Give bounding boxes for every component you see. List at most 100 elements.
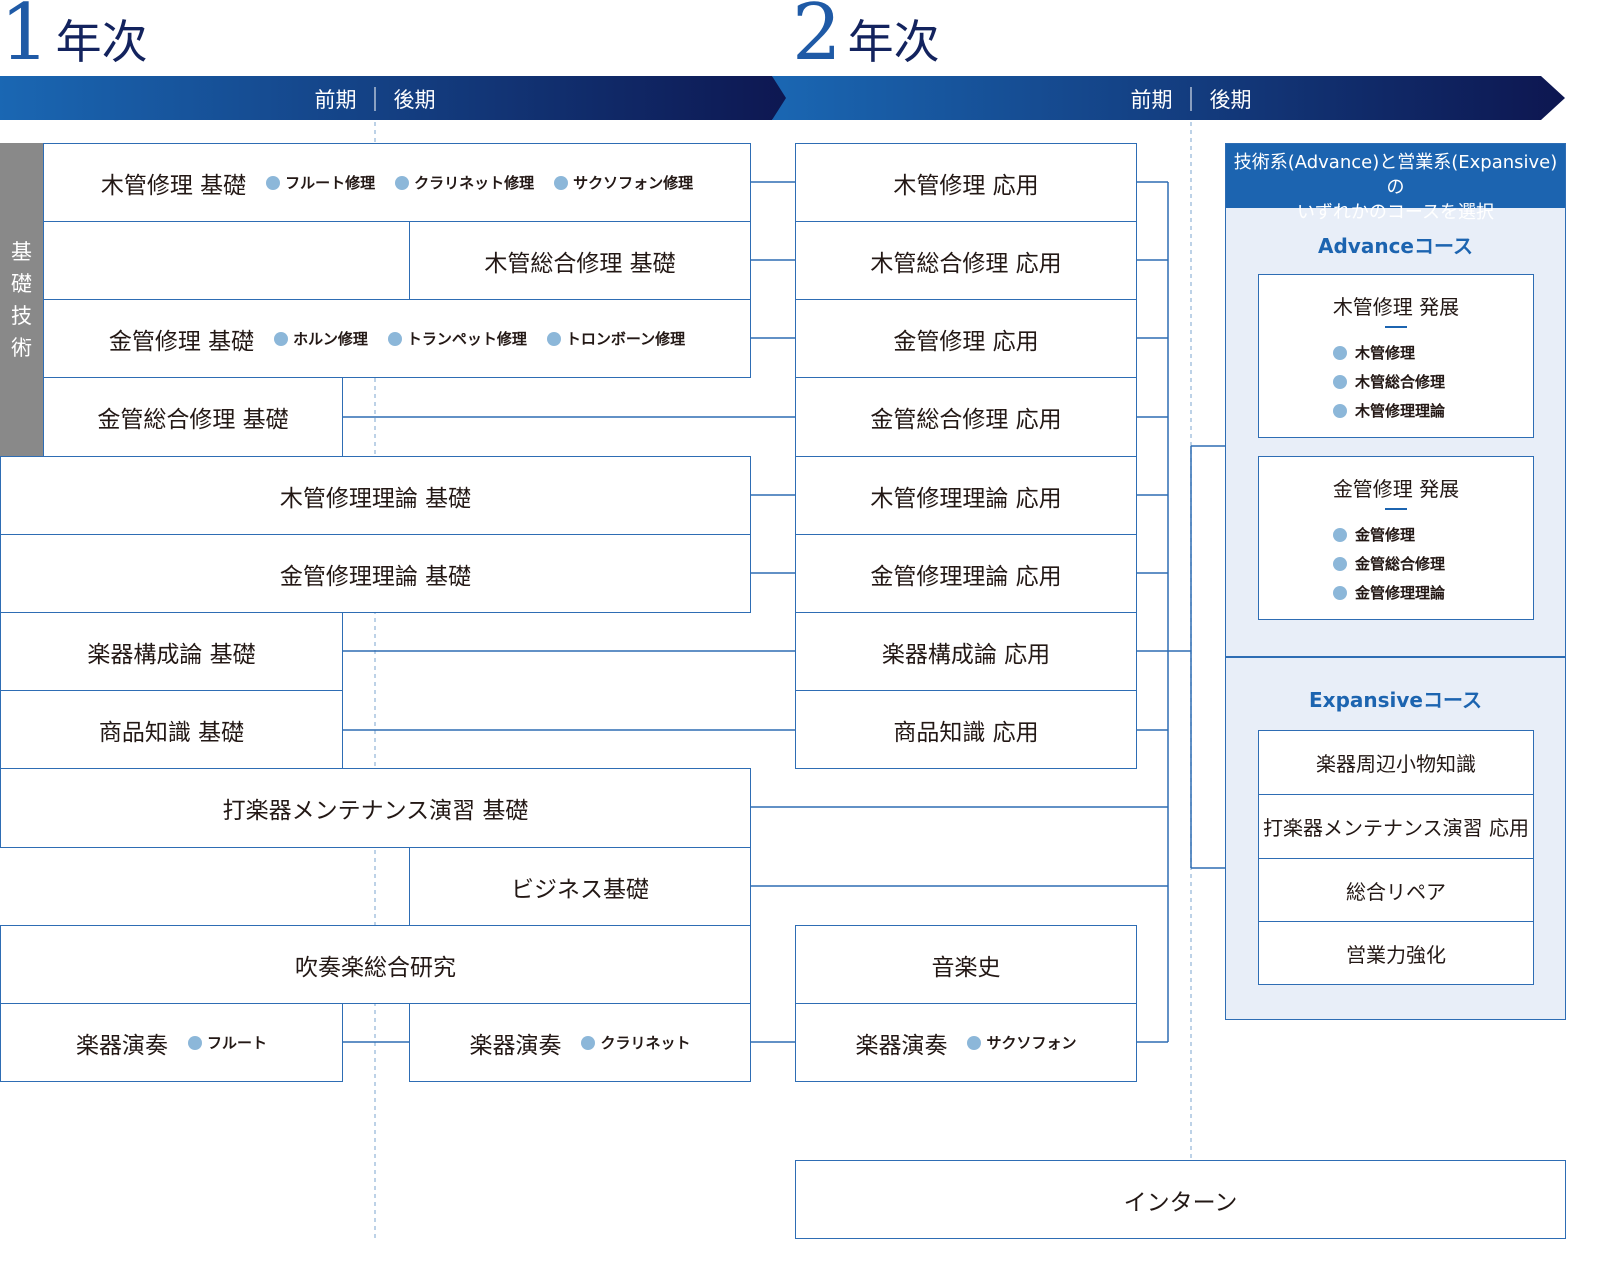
panel-header: 技術系(Advance)と営業系(Expansive)の いずれかのコースを選択 bbox=[1226, 144, 1565, 223]
course-y2: 木管総合修理 応用 bbox=[795, 221, 1137, 300]
course-title: 金管総合修理 基礎 bbox=[97, 407, 289, 433]
bullet-icon bbox=[1333, 403, 1347, 418]
bullet-icon bbox=[1333, 345, 1347, 360]
advance-box-title: 木管修理 発展 bbox=[1332, 295, 1460, 319]
title-underline bbox=[1385, 326, 1407, 328]
sub-label: サクソフォン修理 bbox=[573, 174, 694, 192]
course-y2: 木管修理 応用 bbox=[795, 143, 1137, 222]
course-y2: 木管修理理論 応用 bbox=[795, 456, 1137, 535]
course-title: 吹奏楽総合研究 bbox=[295, 954, 456, 981]
item-label: 営業力強化 bbox=[1346, 942, 1446, 967]
side-char: 基 bbox=[11, 239, 32, 264]
course-y2: 金管修理 応用 bbox=[795, 299, 1137, 378]
sub-item: クラリネット bbox=[581, 1032, 691, 1053]
bullet-icon bbox=[546, 331, 561, 346]
bullet-icon bbox=[554, 175, 569, 190]
course-title: インターン bbox=[1123, 1189, 1238, 1216]
course-instr-struct-basic: 楽器構成論 基礎 bbox=[0, 612, 343, 691]
course-title: 木管総合修理 応用 bbox=[870, 250, 1062, 277]
course-wood-theory-basic: 木管修理理論 基礎 bbox=[0, 456, 751, 535]
course-perf-flute: 楽器演奏 フルート bbox=[0, 1003, 343, 1082]
year1-label: 年次 bbox=[55, 15, 148, 69]
sub-label: フルート修理 bbox=[285, 174, 376, 192]
advance-box-wood: 木管修理 発展 木管修理 木管総合修理 木管修理理論 bbox=[1258, 274, 1534, 438]
side-char: 技 bbox=[11, 303, 32, 328]
panel-header-line: いずれかのコースを選択 bbox=[1296, 202, 1495, 223]
course-brass-theory-basic: 金管修理理論 基礎 bbox=[0, 534, 751, 613]
advance-course-title: Advanceコース bbox=[1318, 234, 1473, 258]
course-title: 木管修理 基礎 bbox=[100, 172, 247, 199]
course-business: ビジネス基礎 bbox=[409, 847, 751, 926]
item-label: 金管総合修理 bbox=[1355, 555, 1446, 573]
sub-item: フルート bbox=[187, 1032, 267, 1053]
year1-terms: 前期後期 bbox=[315, 84, 436, 114]
list-item: 金管修理 bbox=[1333, 520, 1533, 549]
course-perf-sax: 楽器演奏 サクソフォン bbox=[795, 1003, 1137, 1082]
course-title: 楽器構成論 基礎 bbox=[87, 641, 256, 668]
term-late: 後期 bbox=[393, 88, 436, 112]
advance-box-title: 金管修理 発展 bbox=[1332, 477, 1460, 501]
course-title: 音楽史 bbox=[931, 954, 1001, 981]
course-title: 木管総合修理 基礎 bbox=[484, 250, 676, 277]
bullet-icon bbox=[266, 175, 281, 190]
item-label: 金管修理理論 bbox=[1355, 584, 1446, 602]
panel-header-line: 技術系(Advance)と営業系(Expansive)の bbox=[1233, 152, 1558, 198]
bullet-icon bbox=[187, 1035, 202, 1050]
course-title: 商品知識 基礎 bbox=[98, 719, 245, 746]
course-y2: 金管総合修理 応用 bbox=[795, 377, 1137, 457]
bullet-icon bbox=[274, 331, 289, 346]
year2-title: 2 年次 bbox=[792, 0, 940, 72]
term-early: 前期 bbox=[1130, 88, 1173, 112]
bullet-icon bbox=[387, 331, 402, 346]
item-label: 楽器周辺小物知識 bbox=[1316, 752, 1476, 776]
course-intern: インターン bbox=[795, 1160, 1566, 1239]
sub-item: ホルン修理 bbox=[274, 328, 368, 349]
course-title: 木管修理 応用 bbox=[893, 172, 1039, 199]
course-brass-basic: 金管修理 基礎 ホルン修理 トランペット修理 トロンボーン修理 bbox=[43, 299, 751, 378]
list-item: 木管総合修理 bbox=[1333, 367, 1533, 396]
course-title: 打楽器メンテナンス演習 基礎 bbox=[222, 798, 529, 824]
bullet-icon bbox=[1333, 374, 1347, 389]
term-separator bbox=[1190, 87, 1192, 111]
item-label: 打楽器メンテナンス演習 応用 bbox=[1263, 816, 1529, 840]
expansive-item: 営業力強化 bbox=[1258, 921, 1534, 985]
year1-banner bbox=[0, 76, 796, 120]
course-title: 楽器演奏 bbox=[855, 1032, 948, 1059]
year1-number: 1 bbox=[0, 0, 50, 78]
expansive-course-title: Expansiveコース bbox=[1309, 688, 1482, 712]
sub-label: ホルン修理 bbox=[293, 330, 368, 348]
list-item: 金管総合修理 bbox=[1333, 549, 1533, 578]
title-underline bbox=[1385, 508, 1407, 510]
sub-item: トロンボーン修理 bbox=[546, 328, 685, 349]
item-label: 木管総合修理 bbox=[1355, 373, 1446, 391]
course-wood-basic: 木管修理 基礎 フルート修理 クラリネット修理 サクソフォン修理 bbox=[43, 143, 751, 222]
sub-item: クラリネット修理 bbox=[395, 172, 534, 193]
year2-label: 年次 bbox=[847, 15, 940, 69]
bullet-icon bbox=[395, 175, 410, 190]
year2-terms: 前期 後期 bbox=[1131, 84, 1252, 114]
list-item: 金管修理理論 bbox=[1333, 578, 1533, 607]
course-title: 木管修理理論 応用 bbox=[870, 485, 1062, 512]
side-char: 礎 bbox=[11, 271, 32, 296]
sub-label: サクソフォン bbox=[986, 1034, 1077, 1052]
term-separator bbox=[374, 87, 376, 111]
course-title: 金管修理理論 応用 bbox=[870, 563, 1062, 590]
year1-title: 1 年次 bbox=[0, 0, 148, 72]
bullet-icon bbox=[967, 1035, 982, 1050]
expansive-item: 打楽器メンテナンス演習 応用 bbox=[1258, 794, 1534, 859]
course-title: 楽器構成論 応用 bbox=[881, 641, 1051, 668]
sub-label: トランペット修理 bbox=[406, 330, 527, 348]
course-y2: 金管修理理論 応用 bbox=[795, 534, 1137, 613]
bullet-icon bbox=[581, 1035, 596, 1050]
empty-cell bbox=[43, 221, 410, 300]
basic-skills-label: 基 礎 技 術 bbox=[0, 143, 43, 456]
advance-box-brass: 金管修理 発展 金管修理 金管総合修理 金管修理理論 bbox=[1258, 456, 1534, 620]
list-item: 木管修理理論 bbox=[1333, 396, 1533, 425]
list-item: 木管修理 bbox=[1333, 338, 1533, 367]
course-title: 金管修理 応用 bbox=[893, 328, 1039, 355]
expansive-item: 楽器周辺小物知識 bbox=[1258, 730, 1534, 795]
course-perc-basic: 打楽器メンテナンス演習 基礎 bbox=[0, 768, 751, 848]
term-late: 後期 bbox=[1209, 88, 1252, 112]
expansive-item: 総合リペア bbox=[1258, 858, 1534, 922]
